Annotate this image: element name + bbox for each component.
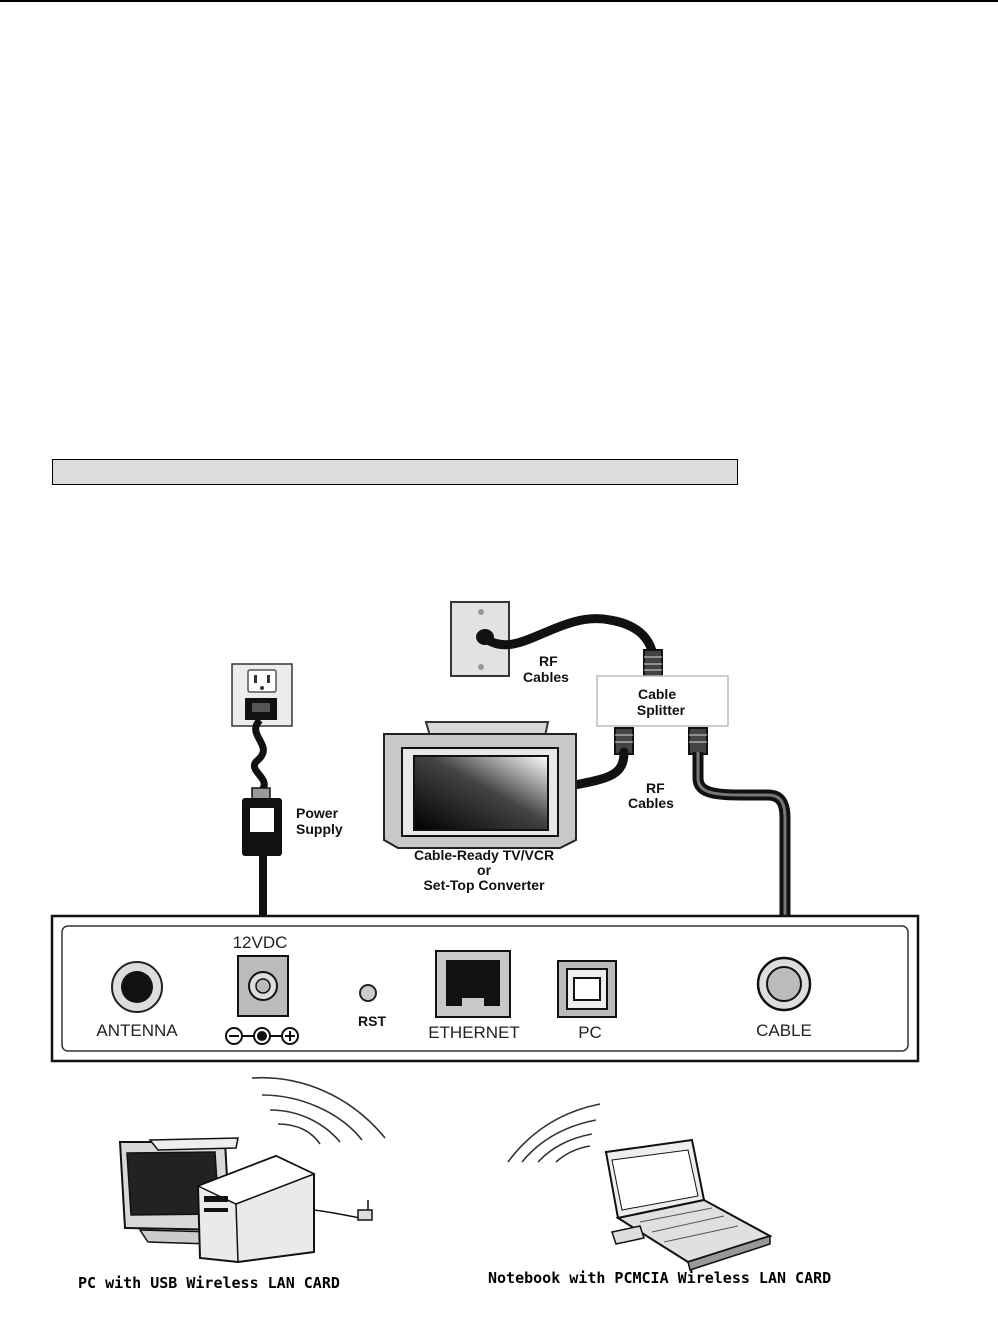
coax-connector-icon — [643, 649, 663, 677]
antenna-port-icon — [111, 961, 163, 1013]
wireless-signal-icon — [507, 1103, 601, 1163]
tv-vcr-icon — [383, 721, 577, 849]
cable-port-label: CABLE — [756, 1021, 812, 1040]
power-supply-icon — [242, 787, 282, 856]
rf-cable-wall-splitter — [483, 614, 658, 660]
caption-bar — [52, 459, 738, 485]
top-rule — [0, 0, 998, 2]
cable-splitter-box — [596, 675, 729, 727]
desktop-caption: PC with USB Wireless LAN CARD — [78, 1274, 340, 1292]
wireless-signal-icon — [251, 1076, 386, 1145]
ethernet-port-icon — [435, 950, 511, 1018]
power-supply-label: Power Supply — [296, 805, 343, 837]
rf-cable-splitter-tv — [570, 747, 629, 790]
wall-outlet-icon — [231, 663, 293, 727]
pc-port-label: PC — [578, 1023, 602, 1042]
notebook-icon — [604, 1138, 773, 1271]
antenna-port-label: ANTENNA — [96, 1021, 178, 1040]
dc-in-port-icon — [237, 955, 289, 1017]
dc-in-label: 12VDC — [233, 933, 288, 952]
tv-vcr-label: Cable-Ready TV/VCR or Set-Top Converter — [414, 847, 558, 893]
desktop-pc-icon — [118, 1137, 373, 1264]
wall-coax-plate — [450, 601, 510, 677]
polarity-symbol-icon — [225, 1027, 299, 1045]
cable-splitter-label: Cable Splitter — [637, 686, 686, 718]
cable-port-icon — [756, 956, 812, 1012]
coax-connector-icon — [614, 727, 634, 755]
rf-cables-top-label: RF Cables — [523, 653, 569, 685]
rf-cables-mid-label: RF Cables — [628, 780, 674, 811]
power-cord — [251, 717, 268, 793]
reset-label: RST — [358, 1013, 386, 1029]
reset-button-icon — [359, 984, 377, 1002]
usb-port-icon — [557, 960, 617, 1018]
coax-connector-icon — [688, 727, 708, 755]
notebook-caption: Notebook with PCMCIA Wireless LAN CARD — [488, 1269, 831, 1287]
rf-cable-splitter-modem — [692, 752, 791, 918]
ethernet-port-label: ETHERNET — [428, 1023, 520, 1042]
